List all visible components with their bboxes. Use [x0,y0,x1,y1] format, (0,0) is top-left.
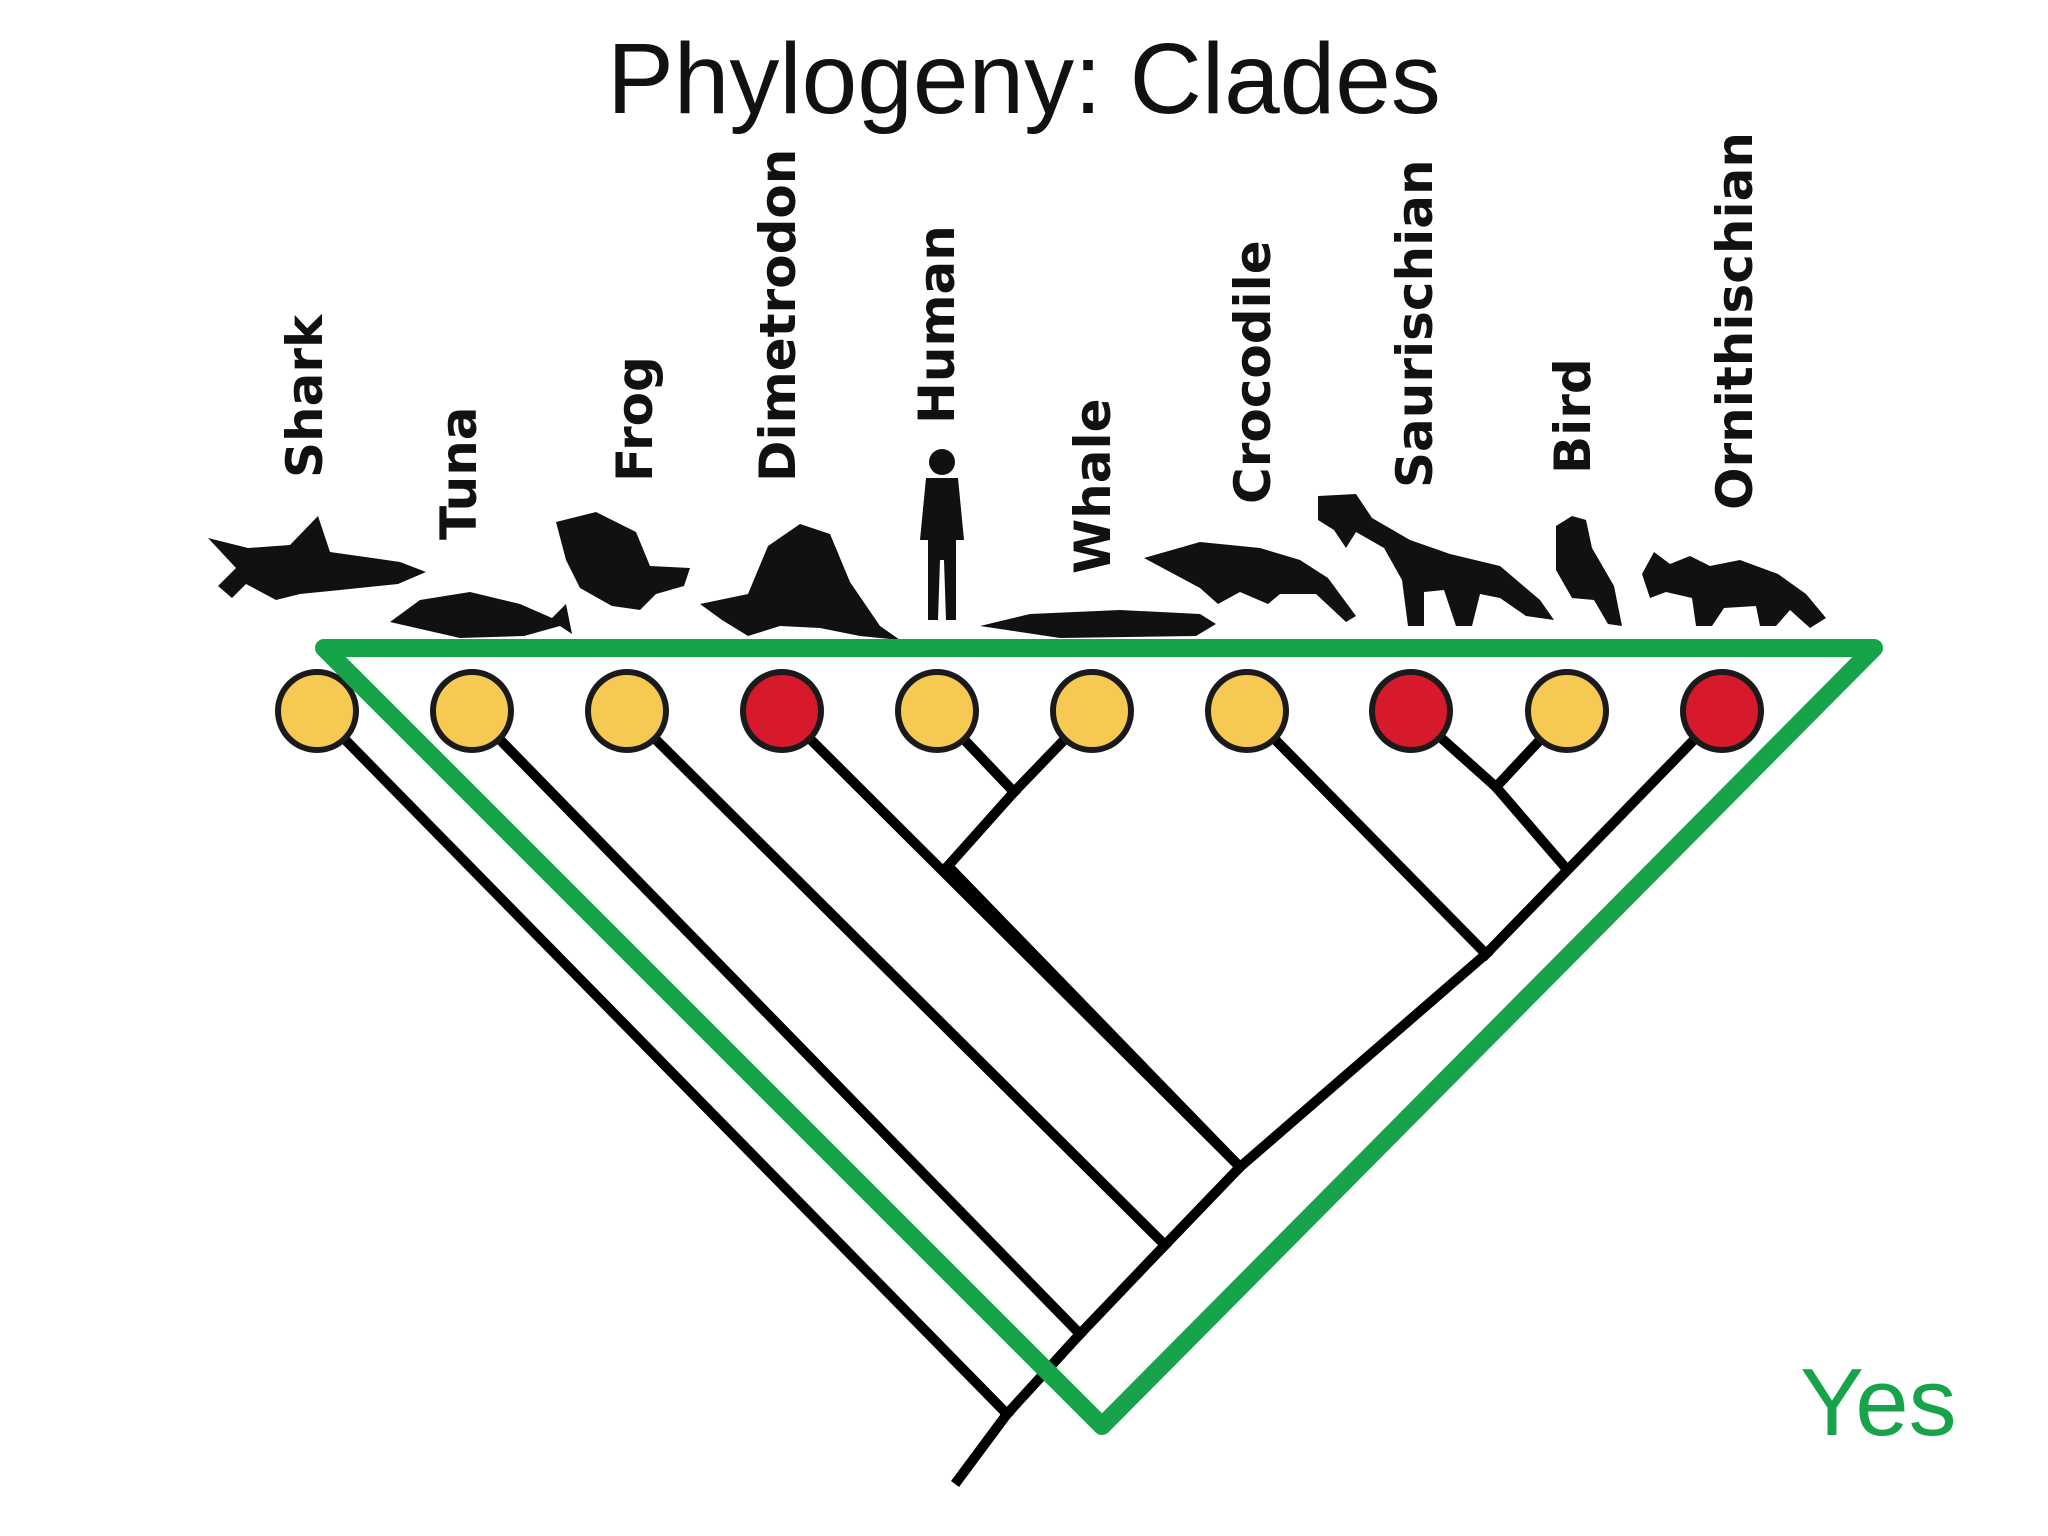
trait-node-bird [1525,669,1609,753]
crocodile-icon [1144,542,1356,622]
trait-nodes [275,669,1764,753]
branch-tuna [464,703,1088,1342]
taxon-label-whale: Whale [1064,398,1122,574]
taxon-label-crocodile: Crocodile [1224,240,1282,504]
taxon-label-frog: Frog [606,356,664,482]
tuna-icon [390,592,572,638]
branch-root [951,1407,1014,1487]
branch-saur-bird-stem [1488,779,1572,874]
branch-synapsid-join [940,858,1248,1175]
branch-ornithischian [1478,703,1730,962]
human-icon [920,449,964,620]
tree-branches [309,703,1730,1487]
branch-tetrapod-stem [1072,1237,1173,1342]
verdict-label: Yes [1800,1349,1957,1456]
taxon-label-ornithischian: Ornithischian [1706,132,1764,510]
trait-node-frog [585,669,669,753]
trait-node-dimetrodon [740,669,824,753]
branch-amniote-stem [1157,1159,1248,1253]
dimetrodon-icon [700,524,900,640]
ornithischian-icon [1642,552,1826,628]
taxon-label-shark: Shark [276,313,334,478]
whale-icon [980,610,1216,638]
animal-silhouettes [208,449,1826,640]
branch-mammal-stem [940,784,1022,874]
branch-shark [309,703,1015,1422]
shark-icon [208,516,426,600]
taxon-label-dimetrodon: Dimetrodon [749,149,807,482]
trait-node-saurischian [1369,669,1453,753]
frog-icon [556,512,690,610]
trait-node-shark [275,669,359,753]
slide-title: Phylogeny: Clades [607,23,1441,135]
branch-archosaur-stem [1232,946,1494,1175]
trait-node-human [895,669,979,753]
taxon-label-saurischian: Saurischian [1386,159,1444,488]
trait-node-whale [1050,669,1134,753]
trait-node-ornithischian [1680,669,1764,753]
saurischian-icon [1318,494,1554,626]
clade-outline [315,639,1883,1435]
taxon-label-human: Human [908,225,966,424]
branch-crocodile [1239,703,1494,962]
taxon-label-tuna: Tuna [430,406,488,540]
taxon-label-bird: Bird [1544,358,1602,474]
branch-frog [619,703,1173,1253]
bird-icon [1556,516,1622,626]
trait-node-crocodile [1205,669,1289,753]
trait-node-tuna [430,669,514,753]
